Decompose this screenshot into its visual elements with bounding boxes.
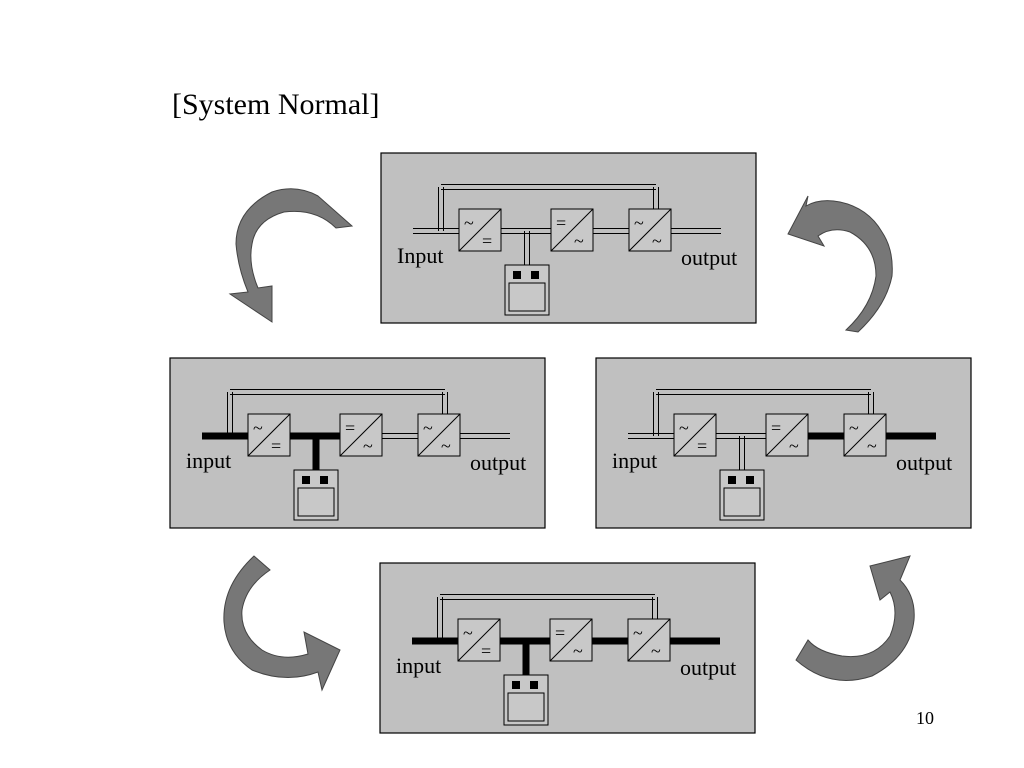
mid-bus xyxy=(593,228,629,234)
converter-symbol-in: = xyxy=(345,418,355,438)
bypass-drop-left xyxy=(653,392,659,436)
mid-bus xyxy=(382,433,418,439)
converter-symbol-out: = xyxy=(271,436,281,456)
bypass-line xyxy=(656,389,871,395)
converter-symbol-in: ~ xyxy=(679,418,689,438)
rectifier-block: ~= xyxy=(457,618,501,662)
converter-symbol-in: ~ xyxy=(633,623,643,643)
bypass-drop-right xyxy=(653,187,659,209)
bypass-drop-left xyxy=(227,392,233,436)
converter-symbol-out: = xyxy=(697,436,707,456)
battery xyxy=(719,469,765,521)
cycle-arrows xyxy=(223,188,915,692)
battery-link xyxy=(739,436,745,473)
converter-symbol-in: ~ xyxy=(423,418,433,438)
converter-symbol-in: ~ xyxy=(253,418,263,438)
converter-symbol-in: ~ xyxy=(463,623,473,643)
input-bus xyxy=(628,433,674,439)
inverter-block: =~ xyxy=(549,618,593,662)
converter-symbol-in: ~ xyxy=(849,418,859,438)
input-label: input xyxy=(612,448,657,473)
converter-symbol-out: = xyxy=(482,231,492,251)
converter-symbol-out: ~ xyxy=(652,231,662,251)
converter-symbol-out: ~ xyxy=(651,641,661,661)
rectifier-block: ~= xyxy=(247,413,291,457)
input-label: input xyxy=(396,653,441,678)
battery xyxy=(504,264,550,316)
converter-output-block: ~~ xyxy=(628,208,672,252)
converter-symbol-in: = xyxy=(771,418,781,438)
converter-symbol-in: = xyxy=(555,623,565,643)
inverter-block: =~ xyxy=(765,413,809,457)
bypass-drop-right xyxy=(868,392,874,414)
panel-background xyxy=(169,357,546,529)
dc-bus xyxy=(501,228,551,234)
converter-symbol-in: = xyxy=(556,213,566,233)
bypass-line xyxy=(440,594,655,600)
battery-link xyxy=(524,231,530,268)
bypass-drop-right xyxy=(652,597,658,619)
rectifier-block: ~= xyxy=(673,413,717,457)
input-label: input xyxy=(186,448,231,473)
battery xyxy=(293,469,339,521)
output-bus xyxy=(460,433,510,439)
slide-title: [System Normal] xyxy=(172,88,380,121)
battery xyxy=(503,674,549,726)
converter-output-block: ~~ xyxy=(843,413,887,457)
inverter-block: =~ xyxy=(550,208,594,252)
bypass-drop-left xyxy=(437,597,443,641)
output-label: output xyxy=(681,245,737,270)
bypass-line xyxy=(230,389,445,395)
converter-symbol-out: ~ xyxy=(573,641,583,661)
output-label: output xyxy=(896,450,952,475)
output-bus xyxy=(671,228,721,234)
input-bus xyxy=(413,228,459,234)
converter-symbol-out: ~ xyxy=(574,231,584,251)
converter-symbol-out: ~ xyxy=(441,436,451,456)
bypass-drop-right xyxy=(442,392,448,414)
dc-bus xyxy=(716,433,766,439)
arrow-top-right xyxy=(787,195,893,333)
inverter-block: =~ xyxy=(339,413,383,457)
output-label: output xyxy=(470,450,526,475)
arrow-bottom-left xyxy=(223,555,341,692)
converter-symbol-out: ~ xyxy=(363,436,373,456)
rectifier-block: ~= xyxy=(458,208,502,252)
converter-symbol-in: ~ xyxy=(634,213,644,233)
bypass-drop-left xyxy=(438,187,444,231)
page-number: 10 xyxy=(916,708,934,728)
converter-output-block: ~~ xyxy=(417,413,461,457)
converter-symbol-in: ~ xyxy=(464,213,474,233)
converter-symbol-out: ~ xyxy=(867,436,877,456)
converter-output-block: ~~ xyxy=(627,618,671,662)
output-label: output xyxy=(680,655,736,680)
input-label: Input xyxy=(397,243,443,268)
converter-symbol-out: ~ xyxy=(789,436,799,456)
arrow-top-left xyxy=(228,188,354,323)
arrow-bottom-right xyxy=(795,555,915,681)
bypass-line xyxy=(441,184,656,190)
converter-symbol-out: = xyxy=(481,641,491,661)
